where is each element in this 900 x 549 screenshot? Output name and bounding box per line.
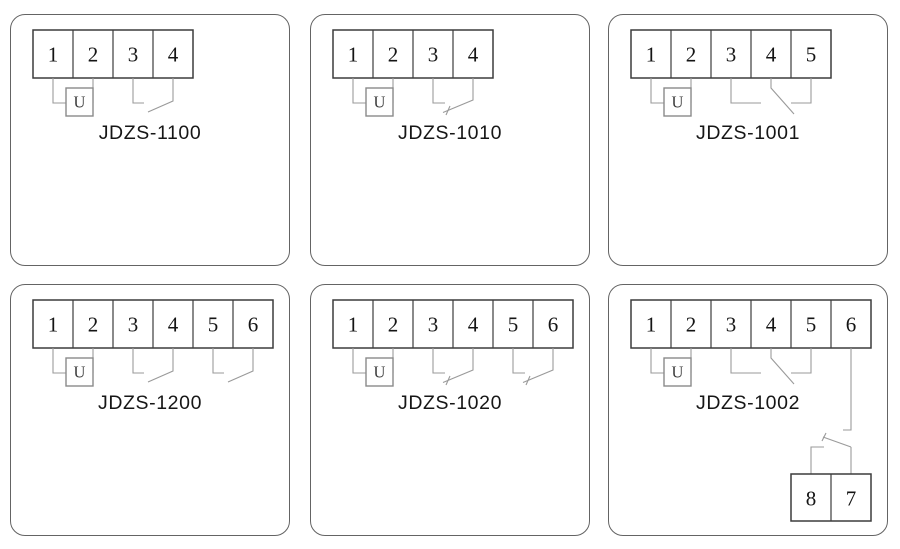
wire — [442, 78, 474, 114]
wire — [52, 348, 66, 374]
wire — [525, 375, 531, 386]
terminal-number: 8 — [806, 487, 817, 511]
wire — [352, 78, 366, 104]
wire — [445, 105, 451, 116]
coil-box — [365, 87, 394, 117]
wire — [147, 78, 174, 113]
coil-label: U — [374, 363, 386, 382]
terminal-number: 4 — [766, 313, 777, 337]
terminal-number: 6 — [548, 313, 559, 337]
terminal-number: 1 — [48, 313, 59, 337]
terminal-number: 4 — [168, 43, 179, 67]
terminal-number: 5 — [208, 313, 219, 337]
wire — [770, 348, 795, 385]
wire — [791, 78, 812, 104]
wire — [650, 78, 664, 104]
wire — [791, 348, 812, 374]
terminal-number: 1 — [48, 43, 59, 67]
terminal-number: 2 — [686, 43, 697, 67]
model-label: JDZS-1002 — [695, 392, 801, 414]
terminal-block — [630, 29, 832, 79]
wire — [770, 78, 795, 115]
wiring-diagram-svg: 1 2 3 4 5 6U 8 7 — [630, 299, 872, 522]
coil-label: U — [672, 93, 684, 112]
coil-box — [65, 357, 94, 387]
terminal-number: 2 — [686, 313, 697, 337]
wiring-diagram-svg: 1 2 3 4 5 6U — [332, 299, 574, 387]
wire — [445, 375, 451, 386]
wire — [822, 436, 852, 448]
model-label: JDZS-1100 — [98, 122, 202, 144]
terminal-number: 2 — [388, 313, 399, 337]
terminal-number: 5 — [806, 43, 817, 67]
terminal-number: 7 — [846, 487, 857, 511]
wire — [432, 78, 445, 104]
wire — [132, 348, 144, 374]
terminal-number: 3 — [428, 43, 439, 67]
wire — [352, 348, 366, 374]
terminal-number: 3 — [428, 313, 439, 337]
wire — [442, 348, 474, 384]
wire — [432, 348, 445, 374]
wiring-diagram-svg: 1 2 3 4U — [332, 29, 494, 117]
wire — [843, 348, 852, 431]
wire — [810, 446, 824, 474]
terminal-number: 5 — [806, 313, 817, 337]
terminal-number: 2 — [88, 313, 99, 337]
wire — [147, 348, 174, 383]
wiring-diagram-svg: 1 2 3 4 5 6U — [32, 299, 274, 387]
wire — [212, 348, 224, 374]
terminal-number: 3 — [128, 43, 139, 67]
coil-box — [663, 357, 692, 387]
wire — [650, 348, 664, 374]
coil-label: U — [672, 363, 684, 382]
terminal-number: 6 — [846, 313, 857, 337]
terminal-number: 1 — [646, 43, 657, 67]
terminal-number: 1 — [646, 313, 657, 337]
coil-box — [663, 87, 692, 117]
wire — [132, 78, 144, 104]
terminal-number: 1 — [348, 43, 359, 67]
wire — [821, 432, 827, 442]
model-label: JDZS-1001 — [695, 122, 801, 144]
terminal-number: 2 — [88, 43, 99, 67]
terminal-number: 3 — [726, 313, 737, 337]
terminal-number: 3 — [726, 43, 737, 67]
terminal-number: 1 — [348, 313, 359, 337]
terminal-number: 5 — [508, 313, 519, 337]
terminal-number: 6 — [248, 313, 259, 337]
terminal-number: 4 — [468, 43, 479, 67]
wire — [512, 348, 525, 374]
terminal-number: 4 — [766, 43, 777, 67]
coil-label: U — [374, 93, 386, 112]
wiring-diagram-svg: 1 2 3 4U — [32, 29, 194, 117]
terminal-number: 2 — [388, 43, 399, 67]
model-label: JDZS-1200 — [97, 392, 203, 414]
wiring-diagram-svg: 1 2 3 4 5U — [630, 29, 832, 117]
coil-label: U — [74, 363, 86, 382]
coil-label: U — [74, 93, 86, 112]
wire — [52, 78, 66, 104]
wire — [730, 78, 761, 104]
terminal-number: 4 — [468, 313, 479, 337]
model-label: JDZS-1020 — [397, 392, 503, 414]
coil-box — [65, 87, 94, 117]
wire — [730, 348, 761, 374]
wire — [227, 348, 254, 383]
terminal-number: 4 — [168, 313, 179, 337]
model-label: JDZS-1010 — [397, 122, 503, 144]
terminal-number: 3 — [128, 313, 139, 337]
coil-box — [365, 357, 394, 387]
wire — [522, 348, 554, 384]
